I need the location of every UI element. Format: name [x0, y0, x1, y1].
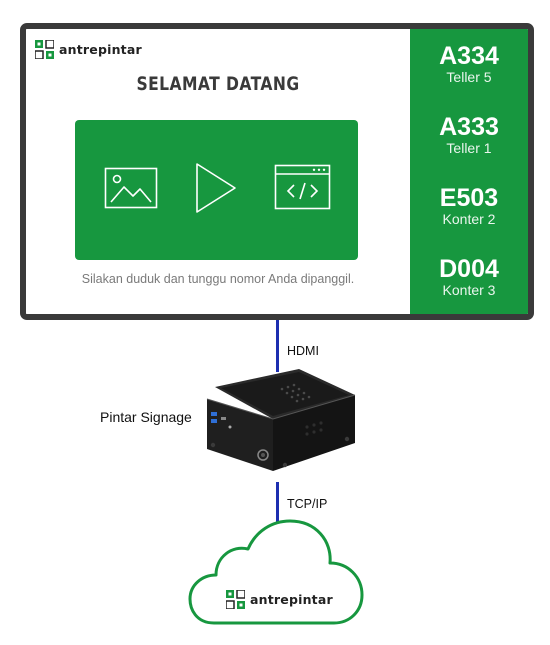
queue-number: E503: [439, 184, 499, 212]
queue-counter: Teller 1: [446, 140, 492, 156]
queue-number: D004: [439, 255, 499, 283]
antrepintar-logo-icon: [35, 40, 54, 59]
brand-logo: antrepintar: [35, 40, 142, 59]
queue-counter: Teller 5: [446, 69, 492, 85]
queue-number: A334: [439, 42, 499, 70]
screen-main-area: antrepintar SELAMAT DATANG: [26, 29, 410, 314]
welcome-title: SELAMAT DATANG: [136, 73, 300, 95]
queue-panel: A334 Teller 5 A333 Teller 1 E503 Konter …: [410, 29, 528, 314]
play-icon: [196, 163, 236, 213]
queue-item: A333 Teller 1: [410, 114, 528, 157]
media-content-panel: [75, 120, 358, 260]
queue-counter: Konter 3: [442, 282, 496, 298]
queue-number: A333: [439, 113, 499, 141]
queue-item: E503 Konter 2: [410, 185, 528, 228]
brand-name: antrepintar: [59, 42, 142, 57]
signage-screen: antrepintar SELAMAT DATANG: [20, 23, 534, 320]
network-cable: [276, 482, 279, 524]
tcpip-label: TCP/IP: [287, 497, 328, 511]
hdmi-label: HDMI: [287, 344, 319, 358]
instruction-text: Silakan duduk dan tunggu nomor Anda dipa…: [81, 272, 355, 286]
web-code-icon: [274, 164, 331, 210]
queue-item: A334 Teller 5: [410, 43, 528, 86]
image-icon: [104, 167, 158, 209]
hdmi-cable: [276, 320, 279, 372]
cloud-icon: [188, 519, 364, 625]
queue-counter: Konter 2: [442, 211, 496, 227]
cloud-brand-logo: antrepintar: [226, 590, 333, 609]
device-label: Pintar Signage: [100, 409, 192, 425]
cloud-brand-name: antrepintar: [250, 592, 333, 607]
antrepintar-logo-icon: [226, 590, 245, 609]
queue-item: D004 Konter 3: [410, 256, 528, 299]
mini-pc-icon: [206, 369, 356, 471]
